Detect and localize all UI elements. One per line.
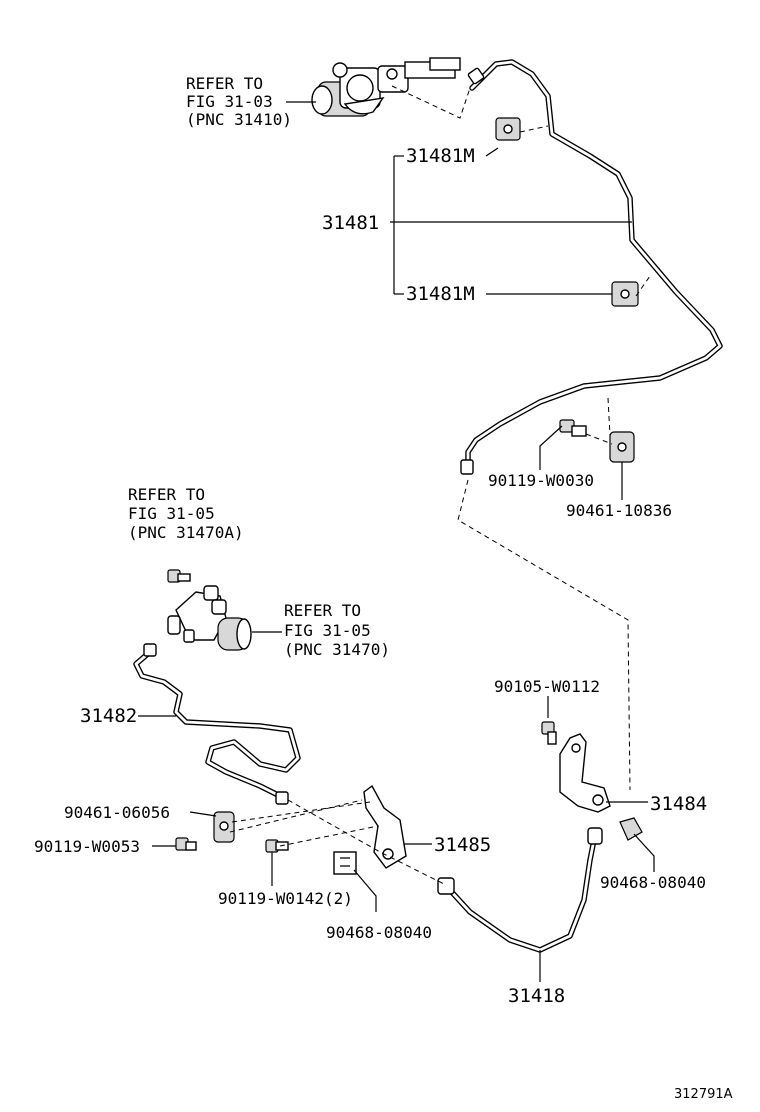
clip-90468-08040-right	[619, 817, 643, 841]
ref-fig-31-05-line1: REFER TO	[284, 601, 361, 620]
label-90468-08040-right: 90468-08040	[600, 873, 706, 892]
label-90461-10836: 90461-10836	[566, 501, 672, 520]
clip-31481m-lower	[611, 281, 639, 307]
ref-fig-31-03-line2: FIG 31-03	[186, 92, 273, 111]
label-90461-06056: 90461-06056	[64, 803, 170, 822]
ref-fig-31-05-line3: (PNC 31470)	[284, 640, 390, 659]
pipe-31482	[133, 643, 301, 805]
ref-fig-31-05a-line3: (PNC 31470A)	[128, 523, 244, 542]
bracket-31485	[363, 784, 407, 869]
label-90119-w0053: 90119-W0053	[34, 837, 140, 856]
label-31481m-lower: 31481M	[406, 283, 475, 305]
clip-90461-10836	[609, 431, 635, 463]
bolt-90119-w0142	[265, 839, 289, 853]
bracket-31484	[559, 733, 611, 813]
hose-31418	[437, 827, 603, 953]
ref-fig-31-03-line3: (PNC 31410)	[186, 110, 292, 129]
bolt-90119-w0030	[559, 419, 587, 437]
master-cylinder-drawing	[311, 57, 461, 117]
label-90105-w0112: 90105-W0112	[494, 677, 600, 696]
slave-cylinder-drawing	[167, 569, 252, 651]
bolt-90105-w0112	[541, 721, 557, 745]
figure-id: 312791A	[674, 1087, 733, 1102]
label-31482: 31482	[80, 705, 137, 727]
ref-fig-31-05-line2: FIG 31-05	[284, 621, 371, 640]
label-31485: 31485	[434, 834, 491, 856]
bolt-90119-w0053	[175, 837, 197, 851]
clip-31481m-upper	[495, 117, 521, 141]
pipe-31481	[460, 59, 723, 475]
label-90468-08040-left: 90468-08040	[326, 923, 432, 942]
label-31481m-upper: 31481M	[406, 145, 475, 167]
label-31484: 31484	[650, 793, 707, 815]
ref-fig-31-05a-line2: FIG 31-05	[128, 504, 215, 523]
label-90119-w0142: 90119-W0142(2)	[218, 889, 353, 908]
clip-90468-08040-left	[333, 851, 357, 875]
label-31418: 31418	[508, 985, 565, 1007]
clip-90461-06056	[213, 811, 235, 843]
ref-fig-31-05a-line1: REFER TO	[128, 485, 205, 504]
ref-fig-31-03-line1: REFER TO	[186, 74, 263, 93]
label-31481: 31481	[322, 212, 379, 234]
label-90119-w0030: 90119-W0030	[488, 471, 594, 490]
